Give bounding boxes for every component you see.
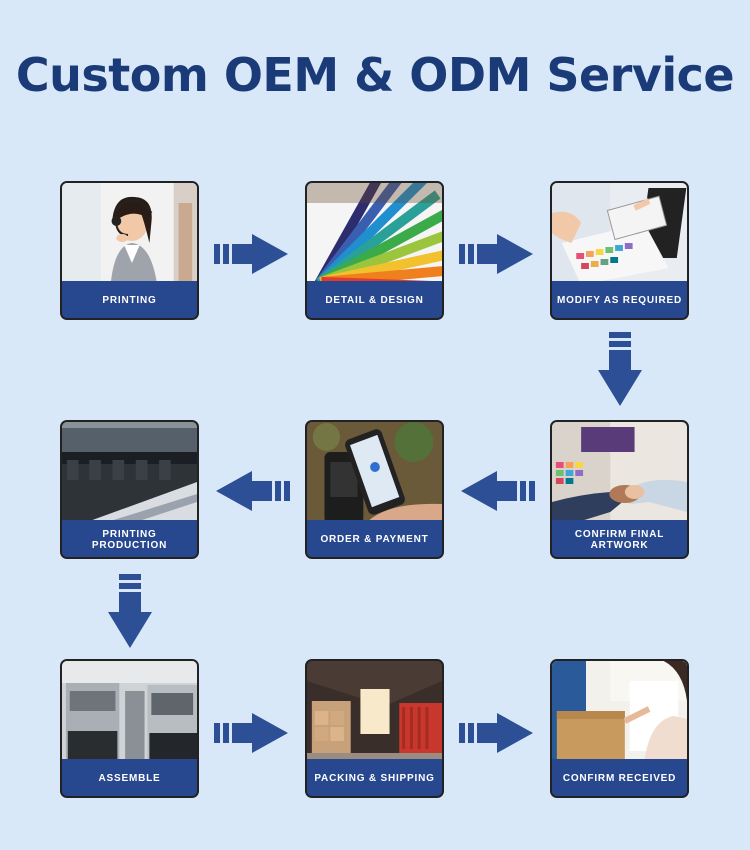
step-label: CONFIRM FINAL ARTWORK xyxy=(574,528,665,551)
step-card-confirm-artwork: CONFIRM FINAL ARTWORK xyxy=(550,420,689,559)
designer-tablet-photo xyxy=(552,183,687,285)
step-label: ORDER & PAYMENT xyxy=(320,534,429,545)
color-swatch-photo xyxy=(307,183,442,285)
step-label: PACKING & SHIPPING xyxy=(314,773,435,784)
customer-service-photo xyxy=(62,183,197,285)
step-card-assemble: ASSEMBLE xyxy=(60,659,199,798)
printing-press-photo xyxy=(62,422,197,524)
arrow-right-icon xyxy=(459,234,535,274)
handshake-photo xyxy=(552,422,687,524)
arrow-left-icon xyxy=(459,471,535,511)
step-label-band: CONFIRM FINAL ARTWORK xyxy=(552,520,687,557)
step-card-packing-shipping: PACKING & SHIPPING xyxy=(305,659,444,798)
receiving-package-photo xyxy=(552,661,687,763)
step-card-modify: MODIFY AS REQUIRED xyxy=(550,181,689,320)
arrow-right-icon xyxy=(214,713,290,753)
step-card-confirm-received: CONFIRM RECEIVED xyxy=(550,659,689,798)
step-label: DETAIL & DESIGN xyxy=(325,295,424,306)
step-label: ASSEMBLE xyxy=(98,773,161,784)
step-label: CONFIRM RECEIVED xyxy=(562,773,677,784)
step-label: MODIFY AS REQUIRED xyxy=(557,295,682,306)
step-label-band: ASSEMBLE xyxy=(62,759,197,796)
step-card-printing: PRINTING xyxy=(60,181,199,320)
page-title: Custom OEM & ODM Service xyxy=(15,48,735,102)
step-label-band: PRINTING PRODUCTION xyxy=(62,520,197,557)
arrow-down-icon xyxy=(108,574,152,650)
step-label-band: DETAIL & DESIGN xyxy=(307,281,442,318)
step-label-band: MODIFY AS REQUIRED xyxy=(552,281,687,318)
arrow-right-icon xyxy=(459,713,535,753)
step-card-detail-design: DETAIL & DESIGN xyxy=(305,181,444,320)
step-card-order-payment: ORDER & PAYMENT xyxy=(305,420,444,559)
arrow-right-icon xyxy=(214,234,290,274)
step-label-band: PRINTING xyxy=(62,281,197,318)
step-label-band: PACKING & SHIPPING xyxy=(307,759,442,796)
step-card-printing-production: PRINTING PRODUCTION xyxy=(60,420,199,559)
step-label-band: ORDER & PAYMENT xyxy=(307,520,442,557)
step-label: PRINTING PRODUCTION xyxy=(91,528,168,551)
warehouse-container-photo xyxy=(307,661,442,763)
assembly-machines-photo xyxy=(62,661,197,763)
arrow-left-icon xyxy=(214,471,290,511)
card-payment-photo xyxy=(307,422,442,524)
arrow-down-icon xyxy=(598,332,642,408)
step-label: PRINTING xyxy=(102,295,157,306)
step-label-band: CONFIRM RECEIVED xyxy=(552,759,687,796)
